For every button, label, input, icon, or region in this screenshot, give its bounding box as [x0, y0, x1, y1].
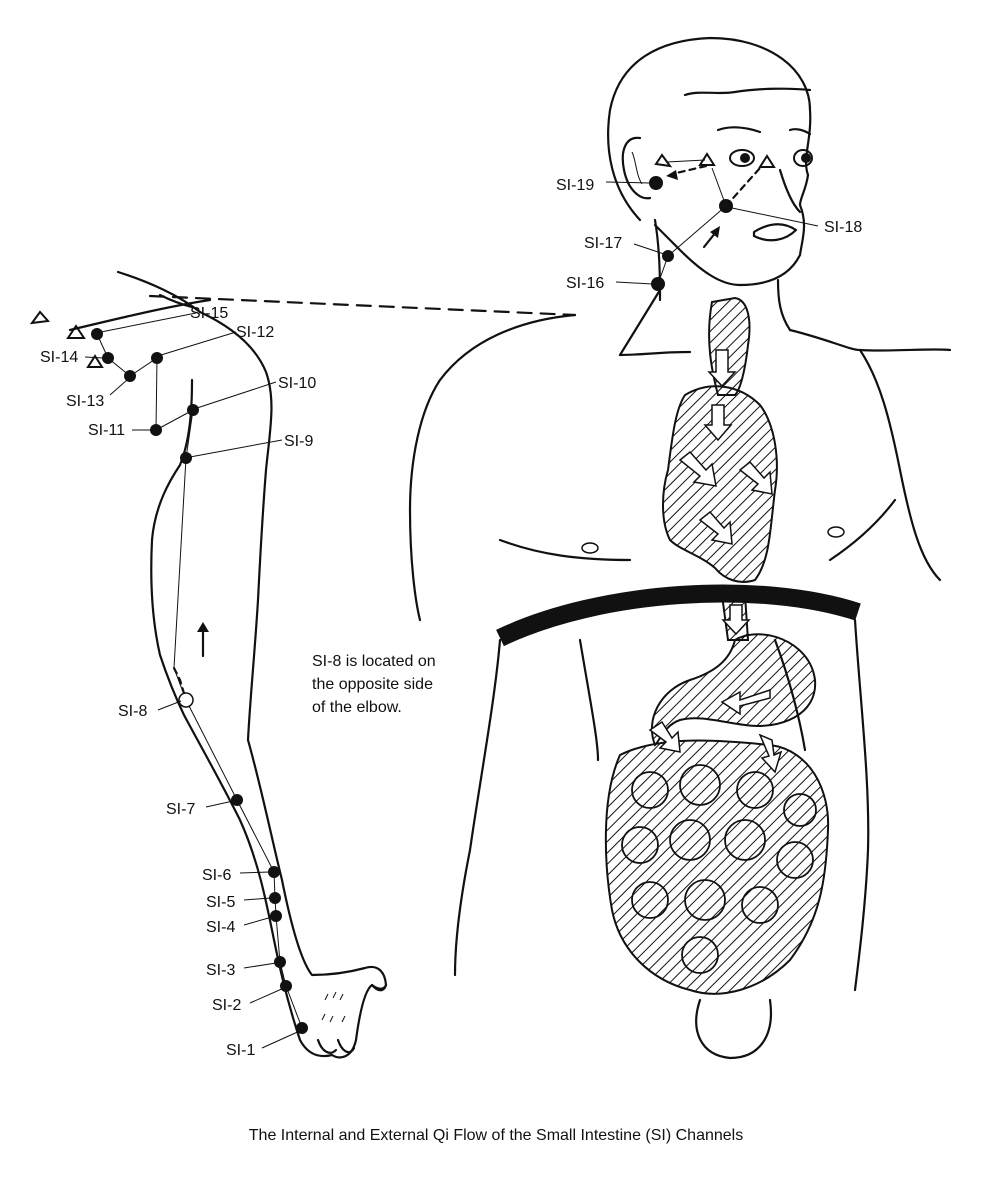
- arm-points: [91, 328, 308, 1034]
- label-si-14: SI-14: [40, 349, 78, 366]
- diaphragm-band: [496, 584, 861, 647]
- note-line-2: the opposite side: [312, 676, 433, 693]
- point-si-4: [270, 910, 282, 922]
- label-si-5: SI-5: [206, 894, 235, 911]
- point-si-13: [124, 370, 136, 382]
- figure-caption: The Internal and External Qi Flow of the…: [249, 1127, 743, 1144]
- point-si-11: [150, 424, 162, 436]
- label-si-19: SI-19: [556, 177, 594, 194]
- arm-leader-lines: [84, 312, 303, 1049]
- point-si-10: [187, 404, 199, 416]
- point-si-2: [280, 980, 292, 992]
- point-si-14: [102, 352, 114, 364]
- label-si-3: SI-3: [206, 962, 235, 979]
- point-si-3: [274, 956, 286, 968]
- point-si-8: [178, 692, 194, 708]
- head-points: [649, 176, 733, 291]
- label-si-9: SI-9: [284, 433, 313, 450]
- label-si-15: SI-15: [190, 305, 228, 322]
- point-si-9: [180, 452, 192, 464]
- point-si-15: [91, 328, 103, 340]
- label-si-8: SI-8: [118, 703, 147, 720]
- head-leader-lines: [605, 181, 819, 285]
- point-si-7: [231, 794, 243, 806]
- head-channel-path: [654, 152, 776, 285]
- label-si-11: SI-11: [88, 422, 125, 439]
- point-si-19: [649, 176, 663, 190]
- label-si-18: SI-18: [824, 219, 862, 236]
- point-labels: SI-1 SI-2 SI-3 SI-4 SI-5 SI-6 SI-7 SI-8 …: [40, 177, 862, 1059]
- point-si-5: [269, 892, 281, 904]
- label-si-6: SI-6: [202, 867, 231, 884]
- arm-channel-path: [29, 294, 577, 1029]
- label-si-12: SI-12: [236, 324, 274, 341]
- point-si-16: [651, 277, 665, 291]
- note-line-1: SI-8 is located on: [312, 653, 436, 670]
- point-si-6: [268, 866, 280, 878]
- si-8-note: SI-8 is located on the opposite side of …: [312, 653, 436, 716]
- label-si-10: SI-10: [278, 375, 316, 392]
- label-si-7: SI-7: [166, 801, 195, 818]
- label-si-1: SI-1: [226, 1042, 255, 1059]
- point-si-12: [151, 352, 163, 364]
- note-line-3: of the elbow.: [312, 699, 402, 716]
- label-si-16: SI-16: [566, 275, 604, 292]
- label-si-17: SI-17: [584, 235, 622, 252]
- point-si-17: [662, 250, 674, 262]
- label-si-13: SI-13: [66, 393, 104, 410]
- label-si-2: SI-2: [212, 997, 241, 1014]
- label-si-4: SI-4: [206, 919, 235, 936]
- point-si-18: [719, 199, 733, 213]
- internal-organs: [604, 296, 830, 995]
